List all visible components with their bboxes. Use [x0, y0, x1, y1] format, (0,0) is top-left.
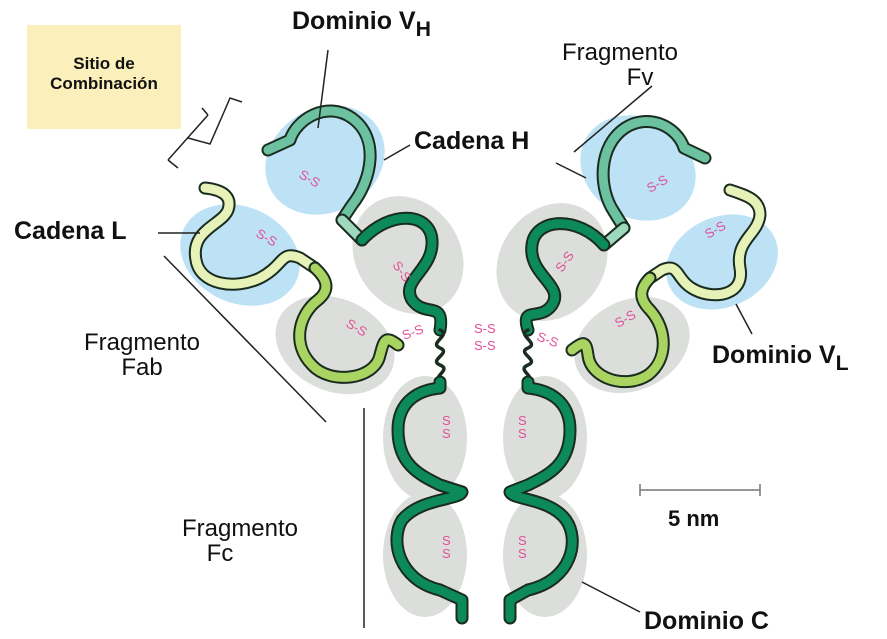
fragmento-fab-label: Fragmento Fab	[62, 330, 222, 380]
fragmento-fv-line2: Fv	[545, 65, 695, 90]
scale-label: 5 nm	[668, 507, 719, 530]
fragmento-fab-line2: Fab	[62, 355, 222, 380]
dominio-vl-text: Dominio V	[712, 341, 836, 369]
cadena-l-text: Cadena L	[14, 217, 127, 245]
combination-site-box: Sitio de Combinación	[27, 25, 181, 129]
cadena-h-label: Cadena H	[414, 128, 529, 154]
disulfide-bond-fc-1: S	[442, 426, 451, 441]
disulfide-bond-6: S-S	[474, 321, 496, 336]
disulfide-bond-fc-4: S	[518, 546, 527, 561]
dominio-vl-subscript: L	[836, 351, 849, 375]
fragmento-fc-label: Fragmento Fc	[160, 516, 320, 566]
fragmento-fc-line1: Fragmento	[160, 516, 320, 541]
fragmento-fv-label: Fragmento Fv	[545, 40, 695, 90]
dominio-vh-label: Dominio VH	[292, 8, 431, 34]
disulfide-bond-fc-2: S	[518, 426, 527, 441]
dominio-vl-label: Dominio VL	[712, 342, 849, 368]
scale-text: 5 nm	[668, 506, 719, 531]
dominio-c-text: Dominio C	[644, 607, 769, 635]
dominio-c-label: Dominio C	[644, 608, 769, 634]
dominio-vh-text: Dominio V	[292, 7, 416, 35]
dominio-vh-subscript: H	[416, 17, 431, 41]
cadena-l-label: Cadena L	[14, 218, 127, 244]
combination-site-label: Sitio de Combinación	[27, 54, 181, 95]
fragmento-fv-line1: Fragmento	[545, 40, 695, 65]
combination-site-text: Sitio de Combinación	[49, 54, 159, 95]
fragmento-fab-line1: Fragmento	[62, 330, 222, 355]
cadena-h-text: Cadena H	[414, 127, 529, 155]
fragmento-fc-line2: Fc	[160, 541, 320, 566]
disulfide-bond-7: S-S	[474, 338, 496, 353]
disulfide-bond-fc-3: S	[442, 546, 451, 561]
